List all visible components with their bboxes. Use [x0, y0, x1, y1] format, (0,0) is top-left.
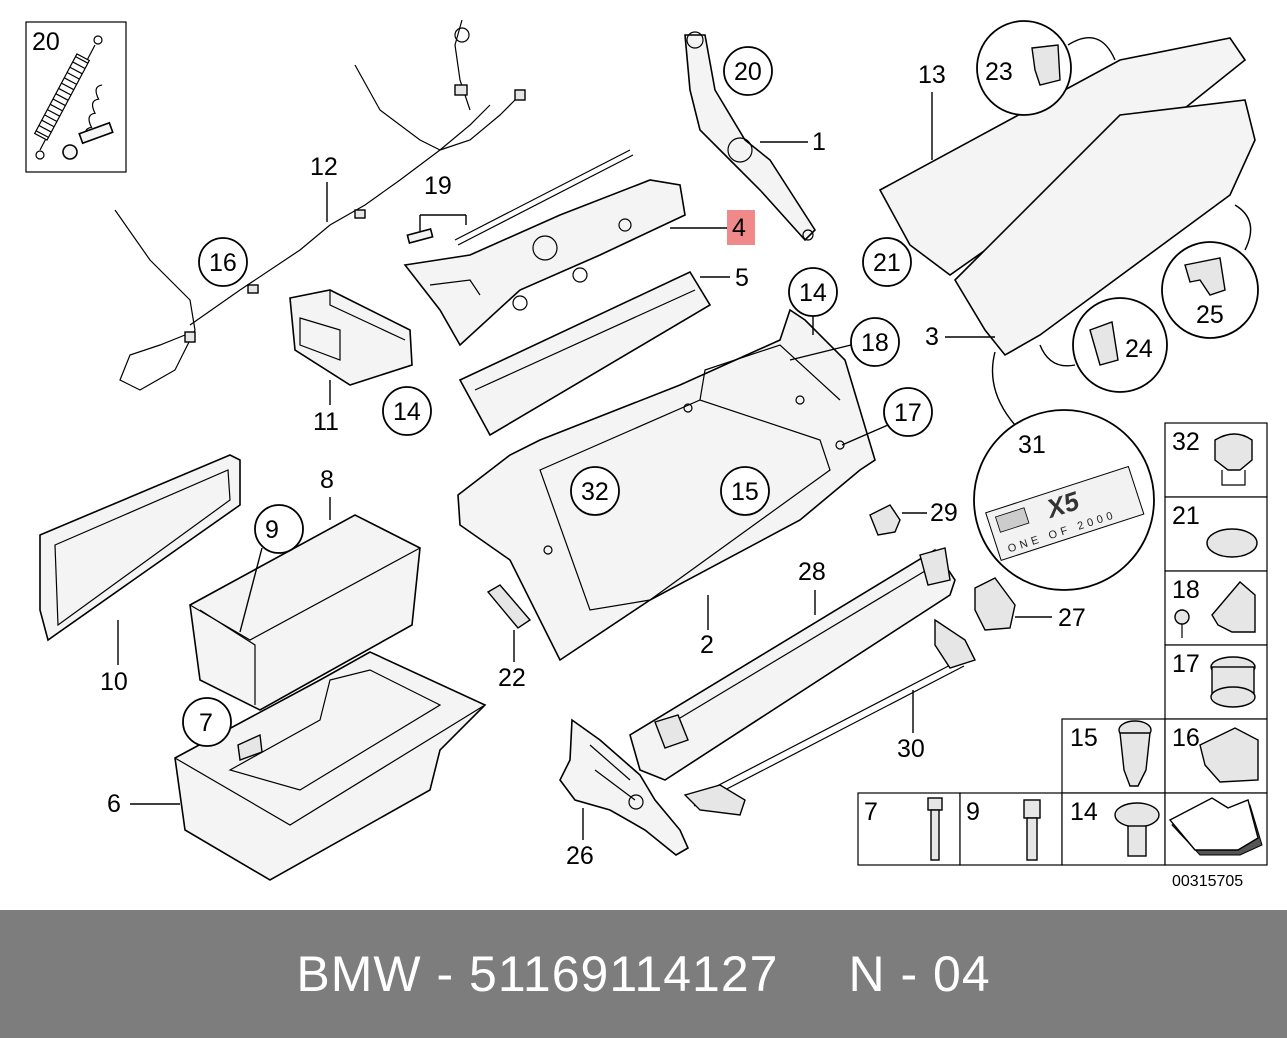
callout-15: 15: [731, 478, 759, 506]
hinge-arm: 20 1: [684, 31, 826, 242]
callout-19: 19: [424, 172, 452, 200]
part-27: 27: [974, 577, 1086, 632]
rod-30: 30: [683, 618, 976, 816]
legend-18: 18: [1172, 576, 1200, 604]
callout-2: 2: [700, 631, 714, 659]
callout-28: 28: [798, 558, 826, 586]
rail-28: 28: [629, 547, 956, 781]
panel-10: 10: [39, 454, 241, 696]
lower-tray-6: 7 6: [107, 651, 487, 881]
callout-32: 32: [581, 478, 609, 506]
footer-separator: -: [436, 946, 455, 1002]
legend-7: 7: [864, 798, 878, 826]
badge-detail-31: 31 X5 ONE OF 2000: [973, 351, 1155, 591]
callout-31: 31: [1018, 431, 1046, 459]
legend-14: 14: [1070, 798, 1098, 826]
parts-diagram: 20 12 16 11 14 19: [25, 19, 1268, 890]
glovebox-tray-2: 14 18 17 32 15 2: [457, 267, 933, 662]
callout-12: 12: [310, 153, 338, 181]
detail-24: 24: [1039, 297, 1168, 393]
callout-17: 17: [894, 399, 922, 427]
module-11: 11 14: [289, 289, 432, 436]
callout-23: 23: [985, 58, 1013, 86]
callout-20-inset: 20: [32, 28, 60, 56]
callout-26: 26: [566, 842, 594, 870]
legend-16: 16: [1172, 724, 1200, 752]
callout-11: 11: [313, 408, 339, 436]
callout-30: 30: [897, 735, 925, 763]
footer-brand: BMW: [296, 946, 422, 1002]
diagram-code: 00315705: [1172, 873, 1243, 890]
legend-9: 9: [966, 798, 980, 826]
callout-9: 9: [265, 516, 279, 544]
highlight-box: [727, 210, 755, 245]
legend-17: 17: [1172, 650, 1200, 678]
callout-29: 29: [930, 499, 958, 527]
part-22: 22: [486, 584, 532, 692]
footer-bar: BMW - 51169114127 N - 04: [0, 910, 1287, 1038]
legend-grid: 32 21 18 17 15 16 7 9 14 00315705: [857, 422, 1268, 890]
detail-23: 23: [976, 20, 1116, 116]
callout-27: 27: [1058, 604, 1086, 632]
callout-4: 4: [732, 214, 746, 242]
callout-16: 16: [209, 249, 237, 277]
detail-25: 25: [1161, 204, 1259, 339]
callout-13: 13: [918, 61, 946, 89]
callout-14-tray: 14: [799, 279, 827, 307]
footer-part-number: 51169114127: [469, 946, 779, 1002]
lock-26: 26: [559, 718, 690, 870]
callout-3: 3: [925, 323, 939, 351]
callout-1: 1: [812, 128, 826, 156]
callout-10: 10: [100, 668, 128, 696]
wire-harness: 12 16: [114, 19, 526, 391]
legend-15: 15: [1070, 724, 1098, 752]
callout-25: 25: [1196, 301, 1224, 329]
spring-inset: 20: [25, 21, 127, 173]
callout-5: 5: [735, 264, 749, 292]
part-29: 29: [869, 499, 958, 536]
callout-6: 6: [107, 790, 121, 818]
callout-20-hinge: 20: [734, 58, 762, 86]
callout-18: 18: [861, 329, 889, 357]
legend-32: 32: [1172, 428, 1200, 456]
callout-22: 22: [498, 664, 526, 692]
glovebox-lid: 13 21 3: [862, 37, 1256, 357]
callout-24: 24: [1125, 335, 1153, 363]
screws-19: 19: [406, 149, 634, 246]
insert-box-8: 8 9: [189, 466, 421, 711]
trim-strip-5: 5: [458, 264, 749, 437]
legend-21: 21: [1172, 502, 1200, 530]
callout-21: 21: [873, 249, 901, 277]
bracket-plate-4: 4: [403, 179, 755, 347]
callout-14-left: 14: [393, 398, 421, 426]
callout-8: 8: [320, 466, 334, 494]
footer-page: N - 04: [848, 946, 991, 1002]
callout-7: 7: [199, 709, 213, 737]
